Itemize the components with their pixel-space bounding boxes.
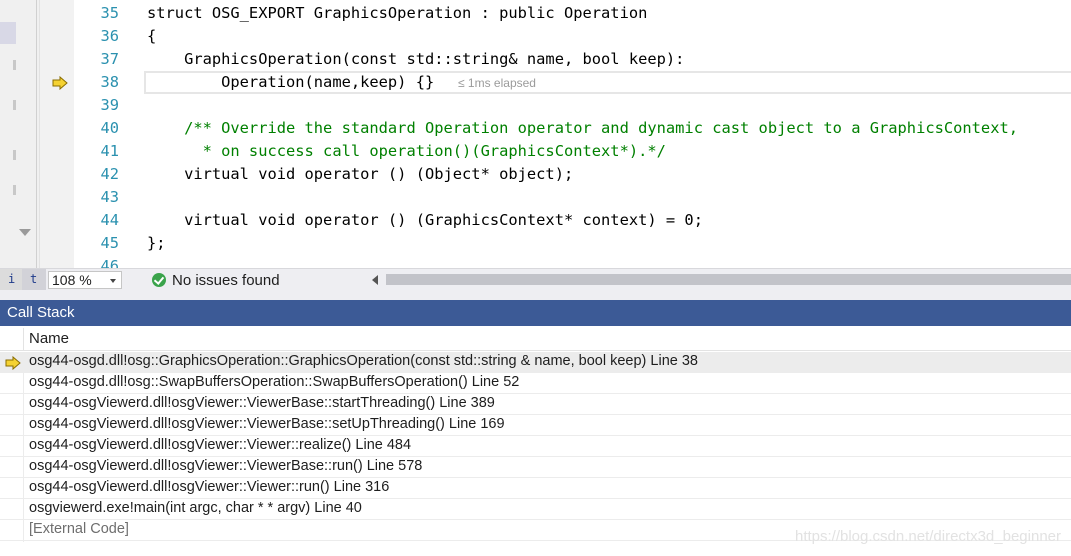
line-number: 40 xyxy=(100,119,119,137)
marker-tick xyxy=(13,60,16,70)
editor-status-strip: i t 108 % No issues found xyxy=(0,268,1071,290)
column-separator xyxy=(23,352,24,542)
toolbar-button[interactable]: t xyxy=(22,269,46,290)
frame-text: osg44-osgd.dll!osg::GraphicsOperation::G… xyxy=(29,353,698,369)
marker-tick xyxy=(13,150,16,160)
call-stack-row[interactable]: osgviewerd.exe!main(int argc, char * * a… xyxy=(0,499,1071,520)
column-separator xyxy=(23,328,24,351)
call-stack-row[interactable]: osg44-osgViewerd.dll!osgViewer::ViewerBa… xyxy=(0,394,1071,415)
line-number: 45 xyxy=(100,234,119,252)
toolbar-button[interactable]: i xyxy=(0,269,22,290)
current-statement-arrow-icon xyxy=(52,76,68,90)
call-stack-list: osg44-osgd.dll!osg::GraphicsOperation::G… xyxy=(0,352,1071,541)
marker-tick xyxy=(13,100,16,110)
call-stack-row[interactable]: osg44-osgViewerd.dll!osgViewer::Viewer::… xyxy=(0,478,1071,499)
call-stack-row[interactable]: osg44-osgViewerd.dll!osgViewer::ViewerBa… xyxy=(0,457,1071,478)
line-number: 42 xyxy=(100,165,119,183)
line-number: 36 xyxy=(100,27,119,45)
check-circle-icon xyxy=(152,273,166,287)
call-stack-title-bar[interactable]: Call Stack xyxy=(0,300,1071,326)
scroll-left-icon[interactable] xyxy=(372,275,378,285)
divider xyxy=(36,0,37,268)
glyph-margin[interactable] xyxy=(40,0,74,268)
frame-text: osg44-osgd.dll!osg::SwapBuffersOperation… xyxy=(29,374,520,390)
frame-text: osg44-osgViewerd.dll!osgViewer::Viewer::… xyxy=(29,437,412,453)
frame-text: osg44-osgViewerd.dll!osgViewer::Viewer::… xyxy=(29,479,390,495)
line-number-gutter: 35 36 37 38 39 40 41 42 43 44 45 46 xyxy=(74,0,124,268)
call-stack-row-current[interactable]: osg44-osgd.dll!osg::GraphicsOperation::G… xyxy=(0,352,1071,373)
frame-text: [External Code] xyxy=(29,521,129,537)
code-line[interactable]: virtual void operator () (GraphicsContex… xyxy=(147,211,703,229)
call-stack-row[interactable]: osg44-osgViewerd.dll!osgViewer::Viewer::… xyxy=(0,436,1071,457)
code-line[interactable]: { xyxy=(147,27,157,45)
line-number: 41 xyxy=(100,142,119,160)
code-line[interactable]: }; xyxy=(147,234,166,252)
call-stack-row[interactable]: osg44-osgd.dll!osg::SwapBuffersOperation… xyxy=(0,373,1071,394)
frame-text: osg44-osgViewerd.dll!osgViewer::ViewerBa… xyxy=(29,458,423,474)
marker-tick xyxy=(13,185,16,195)
frame-text: osg44-osgViewerd.dll!osgViewer::ViewerBa… xyxy=(29,416,505,432)
horizontal-scrollbar-thumb[interactable] xyxy=(386,274,1071,285)
call-stack-title: Call Stack xyxy=(7,304,75,321)
code-comment-line[interactable]: * on success call operation()(GraphicsCo… xyxy=(147,142,666,160)
editor-left-strip xyxy=(0,0,40,268)
call-stack-header: Name xyxy=(0,328,1071,351)
line-number: 37 xyxy=(100,50,119,68)
tool-icon: t xyxy=(30,272,38,286)
zoom-value: 108 % xyxy=(52,272,92,288)
current-line-highlight xyxy=(144,71,1071,94)
code-comment-line[interactable]: /** Override the standard Operation oper… xyxy=(147,119,1018,137)
chevron-down-icon xyxy=(110,279,116,283)
call-stack-row-external[interactable]: [External Code] xyxy=(0,520,1071,541)
line-number: 46 xyxy=(100,257,119,268)
current-frame-arrow-icon xyxy=(5,356,21,370)
code-line[interactable]: virtual void operator () (Object* object… xyxy=(147,165,574,183)
panel-divider[interactable] xyxy=(0,290,1071,300)
code-line[interactable]: struct OSG_EXPORT GraphicsOperation : pu… xyxy=(147,4,648,22)
code-line-current[interactable]: Operation(name,keep) {} xyxy=(147,73,435,91)
scroll-down-icon[interactable] xyxy=(19,229,31,236)
line-number: 35 xyxy=(100,4,119,22)
info-icon: i xyxy=(8,272,16,286)
line-number: 38 xyxy=(100,73,119,91)
line-number: 44 xyxy=(100,211,119,229)
line-number: 43 xyxy=(100,188,119,206)
frame-text: osgviewerd.exe!main(int argc, char * * a… xyxy=(29,500,362,516)
column-header-name[interactable]: Name xyxy=(29,330,70,347)
line-number: 39 xyxy=(100,96,119,114)
frame-text: osg44-osgViewerd.dll!osgViewer::ViewerBa… xyxy=(29,395,495,411)
perf-tip[interactable]: ≤ 1ms elapsed xyxy=(458,76,536,90)
issues-indicator[interactable]: No issues found xyxy=(152,270,280,290)
zoom-dropdown[interactable]: 108 % xyxy=(48,271,122,289)
code-editor[interactable]: 35 36 37 38 39 40 41 42 43 44 45 46 stru… xyxy=(0,0,1071,268)
issues-text: No issues found xyxy=(172,271,280,289)
call-stack-row[interactable]: osg44-osgViewerd.dll!osgViewer::ViewerBa… xyxy=(0,415,1071,436)
marker-band xyxy=(0,22,16,44)
code-line[interactable]: GraphicsOperation(const std::string& nam… xyxy=(147,50,685,68)
watermark: https://blog.csdn.net/directx3d_beginner xyxy=(794,528,1061,545)
